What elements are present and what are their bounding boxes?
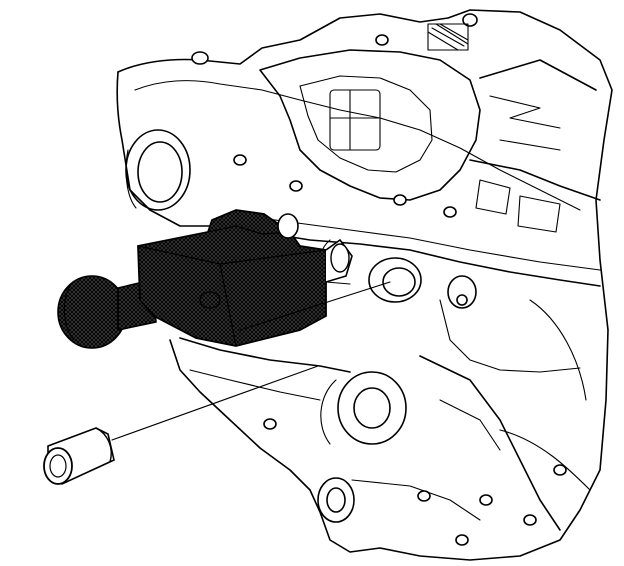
transmission-case — [116, 9, 613, 561]
leader-lines — [111, 281, 391, 441]
solenoid-assembly — [57, 209, 353, 349]
connector-cap — [43, 427, 115, 485]
leader-line-solenoid — [239, 281, 391, 331]
leader-line-cap — [111, 365, 319, 441]
